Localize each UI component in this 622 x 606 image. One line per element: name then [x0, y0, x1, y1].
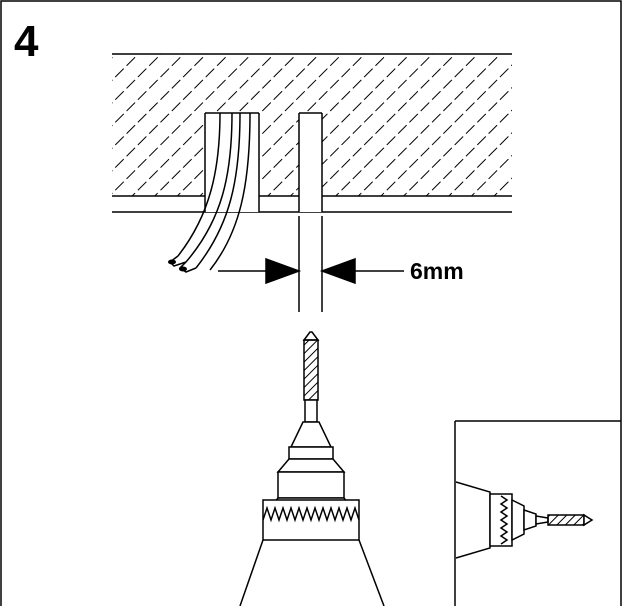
step-number: 4: [14, 17, 39, 66]
drill-chuck: [239, 421, 385, 606]
electrical-cable: [168, 112, 251, 273]
drill-hole: [298, 112, 323, 212]
dimension-indicator: [218, 216, 404, 312]
cable-wire-tips: [168, 259, 187, 272]
dimension-label: 6mm: [410, 258, 464, 284]
inset-drill-side-view: [454, 420, 621, 606]
drill-bit: [302, 331, 320, 423]
